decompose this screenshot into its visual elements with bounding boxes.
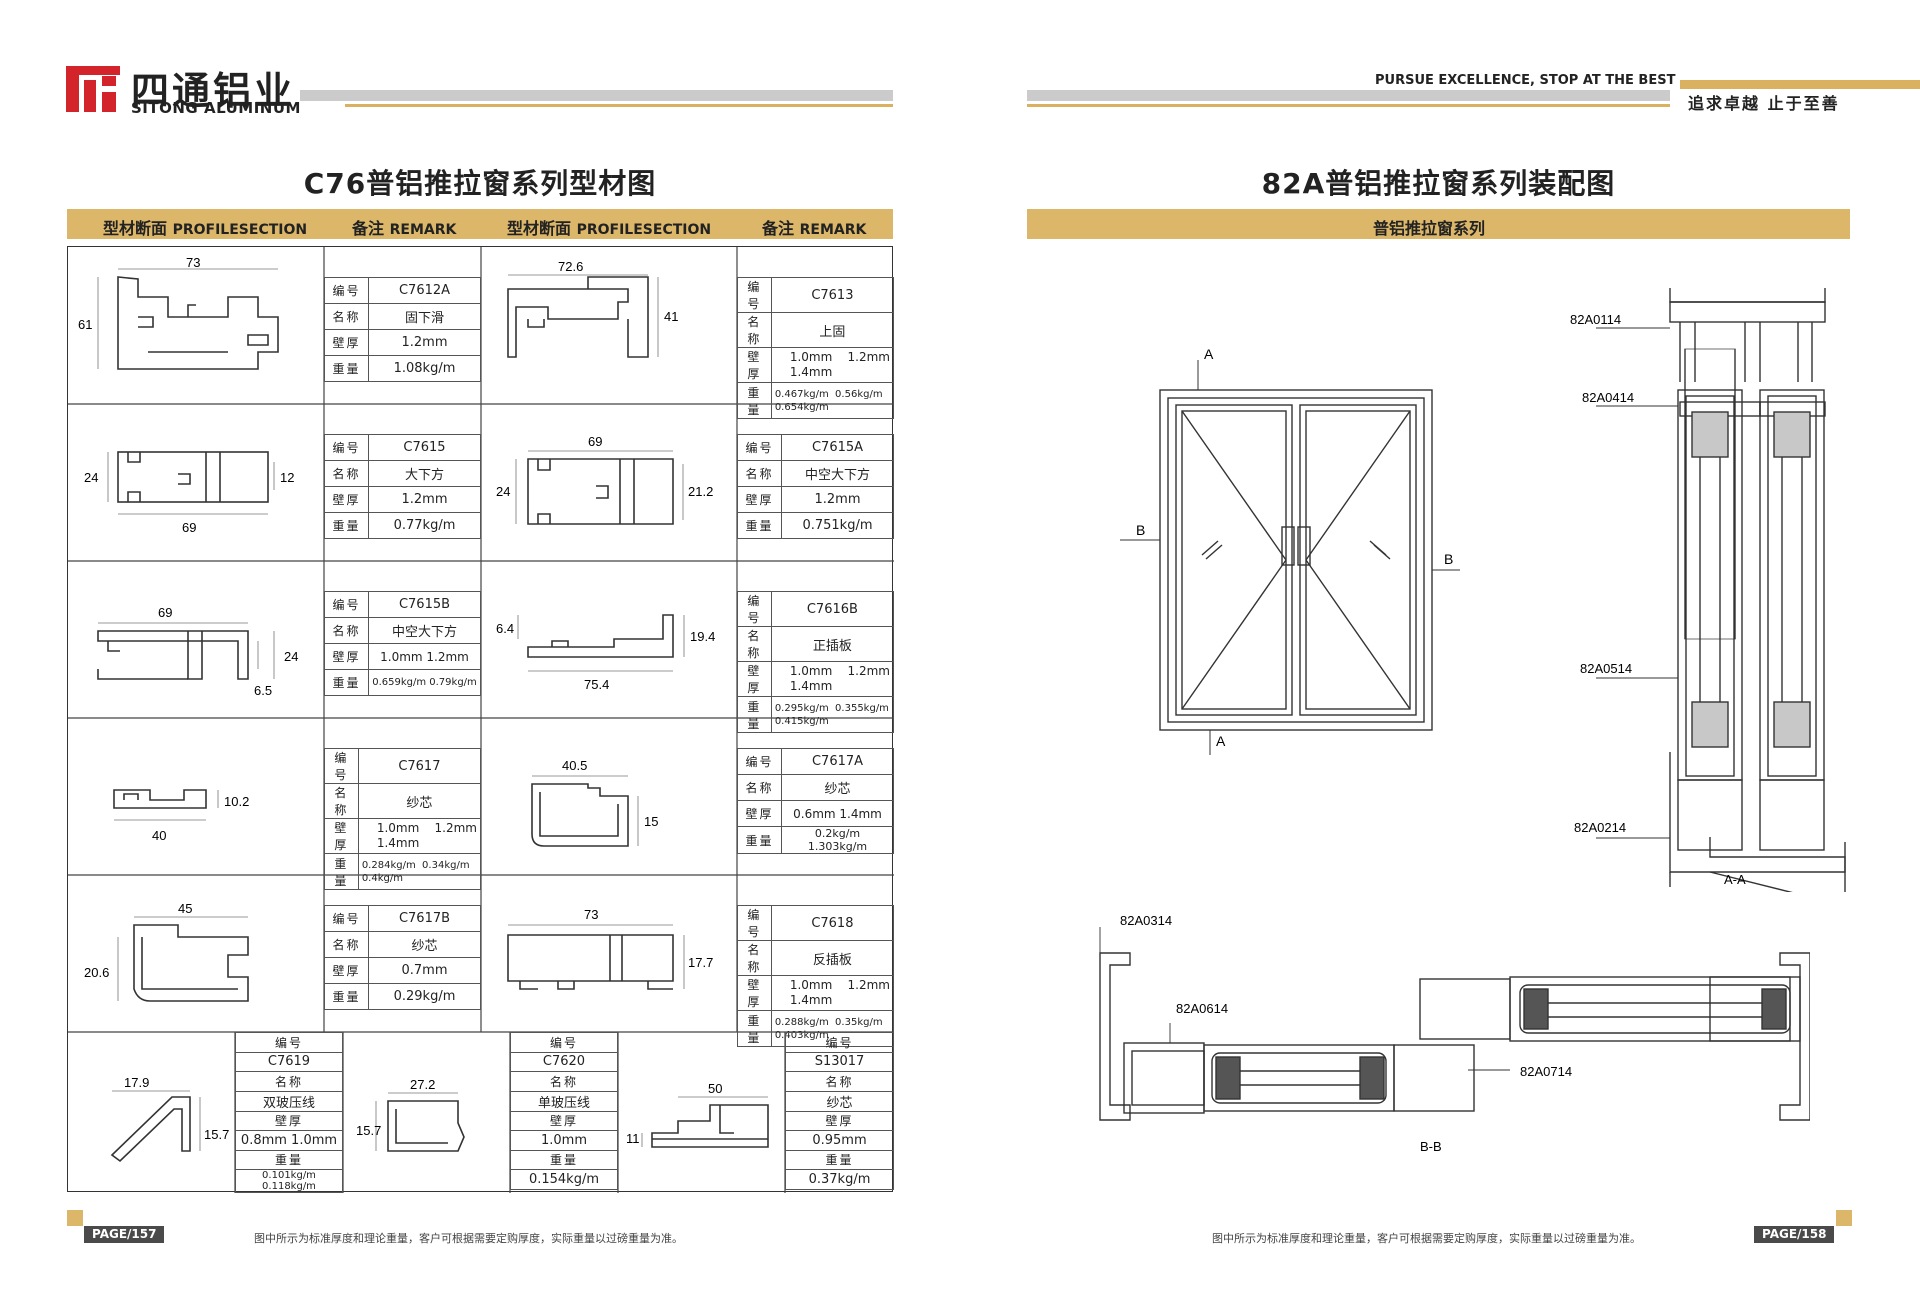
- dim-label: 41: [664, 309, 678, 324]
- section-mark-a-top: A: [1204, 346, 1214, 362]
- page-number-right: PAGE/158: [1754, 1226, 1835, 1243]
- footer-note-left: 图中所示为标准厚度和理论重量，客户可根据需要定购厚度，实际重量以过磅重量为准。: [254, 1232, 683, 1245]
- col-header-remark-1: 备注 REMARK: [352, 219, 457, 238]
- profile-drawing-C7615B: 69 6.5 24: [97, 605, 298, 698]
- spec-table-S13017: 编号 S13017 名称 纱芯 壁厚 0.95mm 重量 0.37kg/m: [785, 1032, 894, 1190]
- dim-label: 24: [284, 649, 298, 664]
- header-gold-line-left: [345, 104, 893, 107]
- profile-drawing-S13017: 50 11: [626, 1081, 769, 1148]
- dim-label: 17.9: [124, 1075, 149, 1090]
- header-gold-block-right: [1680, 80, 1920, 89]
- col-header-remark-2: 备注 REMARK: [762, 219, 867, 238]
- profile-drawing-C7615: 24 12 69: [84, 451, 294, 535]
- section-mark-b-left: B: [1136, 522, 1145, 538]
- part-label-82A0514: 82A0514: [1580, 661, 1632, 676]
- part-label-82A0714: 82A0714: [1520, 1064, 1572, 1079]
- col-header-section-1: 型材断面 PROFILESECTION: [103, 219, 308, 238]
- part-label-82A0414: 82A0414: [1582, 390, 1634, 405]
- profile-drawing-C7617: 10.2 40: [113, 789, 249, 843]
- profile-drawing-C7612A: 73 61: [78, 257, 279, 370]
- profile-drawing-C7617A: 40.5 15: [531, 758, 658, 847]
- part-label-82A0114: 82A0114: [1570, 312, 1621, 327]
- footer-note-right: 图中所示为标准厚度和理论重量，客户可根据需要定购厚度，实际重量以过磅重量为准。: [1212, 1232, 1641, 1245]
- dim-label: 24: [84, 470, 98, 485]
- profile-drawing-C7617B: 45 20.6: [84, 901, 249, 1002]
- dim-label: 15.7: [356, 1123, 381, 1138]
- bb-section-drawing: 82A0314 82A0614 82A0714 B-B: [1099, 913, 1810, 1154]
- spec-table-C7620: 编号 C7620 名称 单玻压线 壁厚 1.0mm 重量 0.154kg/m: [510, 1032, 618, 1190]
- dim-label: 17.7: [688, 955, 713, 970]
- header-bar-right: [1027, 90, 1670, 101]
- dim-label: 69: [588, 434, 602, 449]
- slogan-cn: 追求卓越 止于至善: [1688, 94, 1840, 113]
- sitong-logo-icon: [66, 66, 120, 112]
- profile-drawing-C7620: 27.2 15.7: [356, 1077, 465, 1152]
- dim-label: 27.2: [410, 1077, 435, 1092]
- page-corner-square-left: [67, 1210, 83, 1226]
- dim-label: 15.7: [204, 1127, 229, 1142]
- spec-table-C7619: 编号 C7619 名称 双玻压线 壁厚 0.8mm 1.0mm 重量 0.101…: [235, 1032, 343, 1193]
- dim-label: 69: [182, 520, 196, 535]
- dim-label: 61: [78, 317, 92, 332]
- dim-label: 73: [186, 257, 200, 270]
- dim-label: 6.5: [254, 683, 272, 698]
- dim-label: 12: [280, 470, 294, 485]
- left-page-title: C76普铝推拉窗系列型材图: [303, 167, 657, 200]
- page-number-left: PAGE/157: [84, 1226, 165, 1243]
- right-subtitle-bar: 普铝推拉窗系列: [1027, 209, 1850, 239]
- profile-drawing-C7613: 72.6 41: [507, 259, 678, 358]
- dim-label: 50: [708, 1081, 722, 1096]
- dim-label: 40.5: [562, 758, 587, 773]
- profile-drawing-C7618: 73 17.7: [507, 907, 713, 990]
- dim-label: 21.2: [688, 484, 713, 499]
- part-label-82A0214: 82A0214: [1574, 820, 1626, 835]
- dim-label: 10.2: [224, 794, 249, 809]
- part-label-82A0614: 82A0614: [1176, 1001, 1228, 1016]
- section-caption-bb: B-B: [1420, 1139, 1442, 1154]
- profile-drawing-C7619: 17.9 15.7: [110, 1075, 229, 1163]
- brand-name-en: SITONG ALUMINUM: [131, 99, 301, 117]
- profile-drawing-C7615A: 69 24 21.2: [496, 434, 713, 525]
- section-caption-aa: A-A: [1724, 872, 1746, 887]
- brand-name-cn: 四通铝业: [131, 69, 296, 113]
- header-bar-left: [300, 90, 893, 101]
- left-column-header-bar: 型材断面 PROFILESECTION 备注 REMARK 型材断面 PROFI…: [67, 209, 893, 239]
- dim-label: 45: [178, 901, 192, 916]
- right-page-title: 82A普铝推拉窗系列装配图: [1261, 167, 1616, 200]
- dim-label: 69: [158, 605, 172, 620]
- right-subtitle: 普铝推拉窗系列: [1373, 219, 1486, 238]
- page-corner-square-right: [1836, 1210, 1852, 1226]
- header-gold-line-right: [1027, 104, 1670, 107]
- dim-label: 40: [152, 828, 166, 843]
- dim-label: 72.6: [558, 259, 583, 274]
- dim-label: 24: [496, 484, 510, 499]
- dim-label: 6.4: [496, 621, 514, 636]
- dim-label: 75.4: [584, 677, 609, 692]
- aa-section-drawing: 82A0114 82A0414 82A0514 82A0214 A-A: [1570, 288, 1846, 892]
- dim-label: 20.6: [84, 965, 109, 980]
- dim-label: 73: [584, 907, 598, 922]
- dim-label: 11: [626, 1131, 640, 1146]
- part-label-82A0314: 82A0314: [1120, 913, 1172, 928]
- col-header-section-2: 型材断面 PROFILESECTION: [507, 219, 712, 238]
- dim-label: 15: [644, 814, 658, 829]
- profile-drawing-C7616B: 6.4 19.4 75.4: [496, 614, 715, 692]
- slogan-en: PURSUE EXCELLENCE, STOP AT THE BEST: [1375, 73, 1676, 88]
- dim-label: 19.4: [690, 629, 715, 644]
- section-mark-a-bottom: A: [1216, 733, 1226, 749]
- section-mark-b-right: B: [1444, 551, 1453, 567]
- window-elevation-drawing: A A B B: [1120, 346, 1460, 755]
